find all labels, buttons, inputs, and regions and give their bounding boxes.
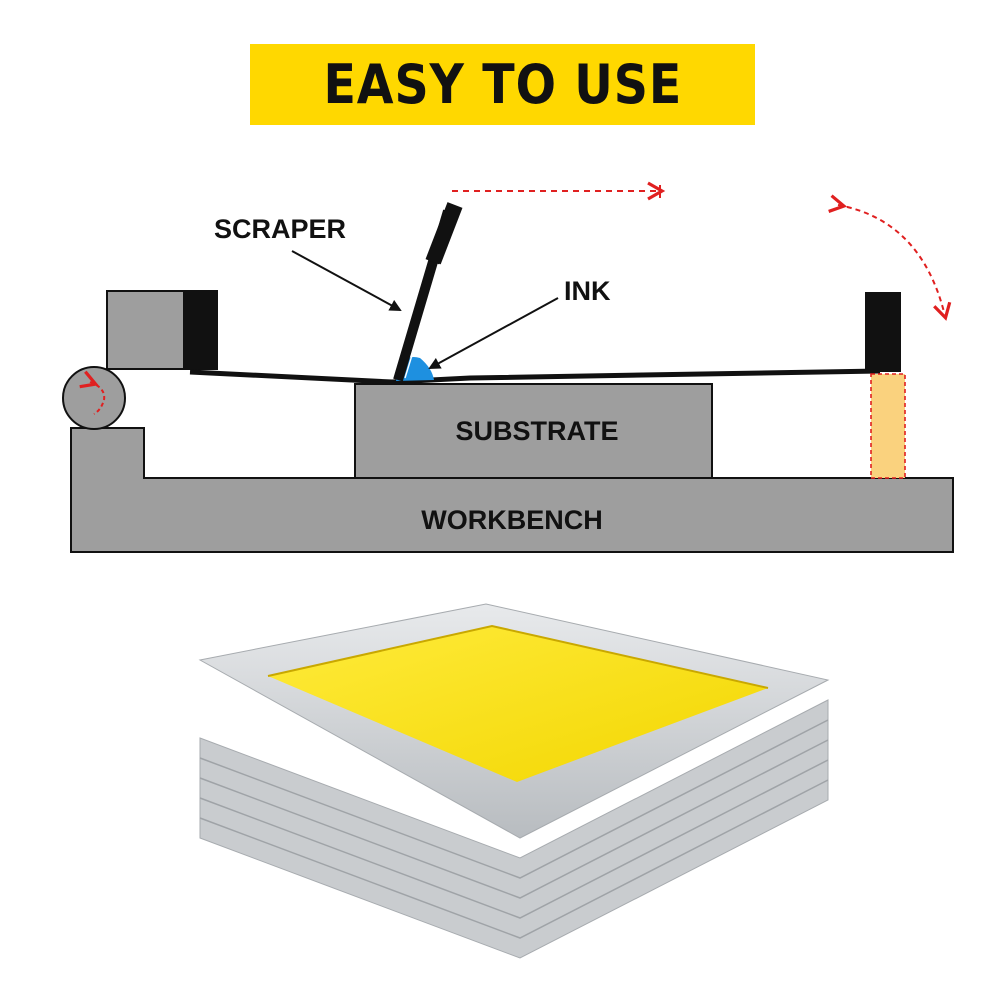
frame-layer	[199, 699, 829, 959]
scraper-handle	[425, 202, 463, 265]
screen-mesh-line	[189, 368, 881, 385]
workbench-label: WORKBENCH	[421, 505, 603, 535]
clamp-block	[106, 290, 186, 370]
red-curved-arrow-icon	[828, 194, 952, 321]
frame-layer	[199, 759, 829, 919]
lifted-position-indicator	[870, 373, 906, 479]
clamp-bar-left	[183, 290, 218, 370]
yellow-mesh	[268, 626, 768, 782]
red-rotate-arrow-icon	[79, 370, 106, 415]
clamp-bar-right	[865, 292, 901, 372]
scraper-edge	[404, 263, 441, 379]
ink-label: INK	[564, 276, 611, 306]
frame-layer	[199, 779, 829, 939]
scraper-pointer	[291, 250, 402, 311]
frame-layer	[199, 719, 829, 879]
scraper-label: SCRAPER	[214, 214, 346, 244]
substrate-label: SUBSTRATE	[455, 416, 618, 446]
screen-frame-stack	[198, 603, 830, 959]
frame-layer	[199, 739, 829, 899]
inner-frame-edge	[267, 624, 769, 689]
substrate	[354, 383, 713, 479]
title-text: EASY TO USE	[323, 53, 682, 116]
ink-pointer	[428, 297, 559, 369]
title-banner: EASY TO USE	[250, 44, 755, 125]
hinge-roller	[62, 366, 126, 430]
workbench	[70, 427, 954, 553]
